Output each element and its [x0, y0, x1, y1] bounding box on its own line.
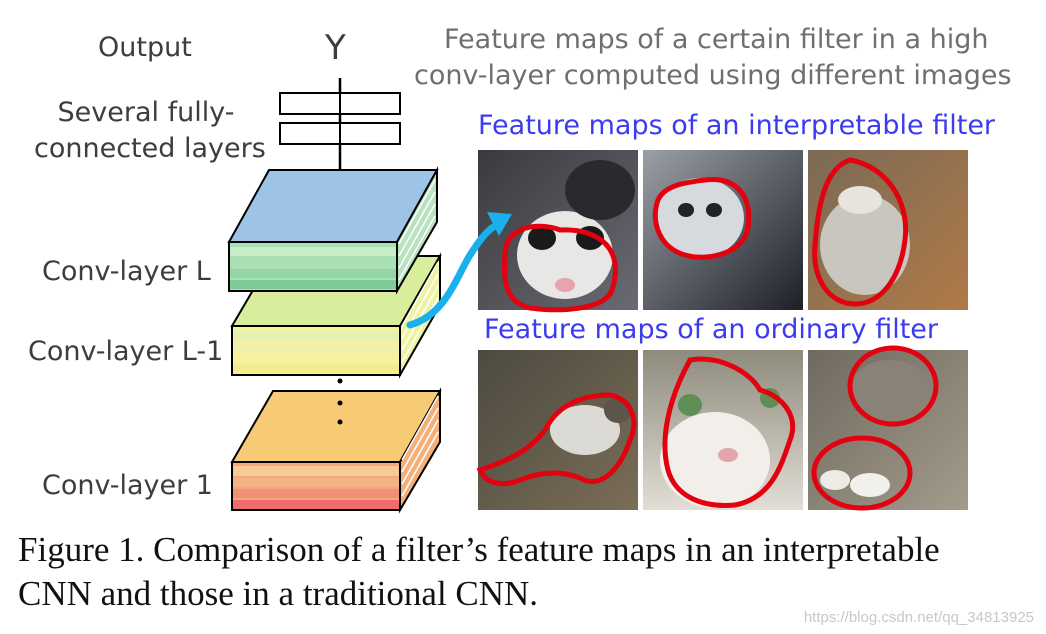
- interpretable-image-3: [808, 150, 968, 310]
- ordinary-image-3: [808, 345, 968, 511]
- watermark: https://blog.csdn.net/qq_34813925: [803, 609, 1034, 626]
- ordinary-title: Feature maps of an ordinary filter: [484, 314, 939, 345]
- caption-line1: Figure 1. Comparison of a filter’s featu…: [18, 530, 940, 569]
- fc-label-line1: Several fully-: [57, 97, 235, 128]
- interpretable-image-2: [643, 150, 803, 310]
- header-line1: Feature maps of a certain filter in a hi…: [444, 24, 989, 55]
- interpretable-title: Feature maps of an interpretable filter: [478, 110, 996, 141]
- y-label: Y: [325, 28, 346, 68]
- feature-arrow: [406, 212, 512, 329]
- caption-line2: CNN and those in a traditional CNN.: [18, 574, 539, 613]
- ordinary-image-1: [476, 350, 638, 510]
- ordinary-image-2: [643, 350, 803, 510]
- fc-label-line2: connected layers: [34, 133, 266, 164]
- conv-layer-1-label: Conv-layer 1: [42, 470, 213, 501]
- interpretable-image-1: [478, 150, 638, 313]
- header-line2: conv-layer computed using different imag…: [414, 60, 1012, 91]
- conv-layer-1-block: [230, 387, 442, 514]
- output-label: Output: [98, 32, 192, 63]
- conv-layer-l-label: Conv-layer L: [42, 256, 211, 287]
- conv-layer-l-1-label: Conv-layer L-1: [28, 336, 224, 367]
- conv-layer-l-block: [227, 166, 439, 295]
